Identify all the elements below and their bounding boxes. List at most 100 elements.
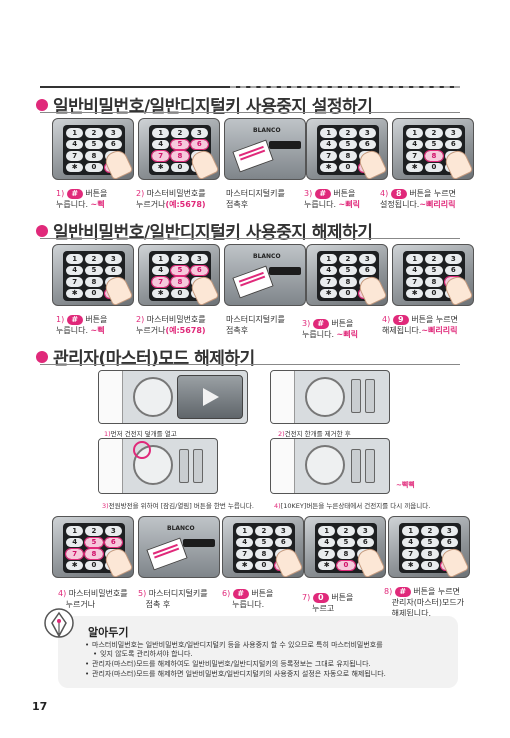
keypad-key: 4 bbox=[320, 265, 338, 275]
step-caption: 4) 마스터비밀번호를 누르거나 bbox=[58, 589, 128, 609]
keypad: 123456789✱0# bbox=[403, 125, 465, 175]
keypad-key: 6 bbox=[189, 264, 210, 276]
keypad-key: 1 bbox=[236, 526, 254, 536]
keypad-key: 7 bbox=[64, 548, 85, 560]
keypad-illustration: 123456789✱0# bbox=[392, 244, 474, 306]
bullet-icon bbox=[36, 351, 48, 363]
keypad-key: 2 bbox=[425, 254, 443, 264]
card-tag-illustration: BLANCO bbox=[224, 118, 306, 180]
arrow-icon bbox=[203, 388, 219, 406]
keypad-key: 1 bbox=[152, 128, 170, 138]
keypad-key: 8 bbox=[339, 277, 357, 287]
keypad-key: 1 bbox=[66, 526, 84, 536]
keypad-key: 4 bbox=[66, 265, 84, 275]
keypad-key: 1 bbox=[406, 128, 424, 138]
tip-item-continued: 잊지 않도록 관리하셔야 합니다. bbox=[93, 650, 193, 659]
keypad-key: 4 bbox=[66, 139, 84, 149]
keypad-key: 2 bbox=[337, 526, 355, 536]
keypad-key: 8 bbox=[84, 548, 104, 560]
keypad-key: 8 bbox=[170, 276, 190, 288]
keypad-illustration: 123456789✱0# bbox=[52, 516, 134, 578]
keypad-key: 3 bbox=[444, 254, 462, 264]
page-number: 17 bbox=[32, 700, 48, 713]
keypad-key: 5 bbox=[339, 139, 357, 149]
keypad-key: 4 bbox=[152, 265, 170, 275]
keypad-key: 7 bbox=[320, 277, 338, 287]
keypad-key: 6 bbox=[189, 138, 210, 150]
step-caption: 3)전원방전을 위하여 [잠김/열림] 버튼을 한번 누릅니다. bbox=[102, 502, 254, 510]
keypad-key: 5 bbox=[85, 265, 103, 275]
tip-item: 관리자(마스터)모드를 해제하여도 일반비밀번호/일반디지털키의 등록정보는 그… bbox=[85, 660, 371, 669]
step-caption: 6) # 버튼을 누릅니다. bbox=[222, 589, 274, 609]
keypad-key: 0 bbox=[336, 559, 356, 571]
keypad-key: 4 bbox=[402, 537, 420, 547]
keypad-key: 6 bbox=[440, 537, 458, 547]
section-rule bbox=[40, 112, 460, 113]
keypad-key: 8 bbox=[425, 277, 443, 287]
keypad-key: 4 bbox=[152, 139, 170, 149]
keypad-key: 0 bbox=[255, 560, 273, 570]
keypad-key: 3 bbox=[274, 526, 292, 536]
keypad-key: ✱ bbox=[406, 162, 424, 172]
bullet-icon bbox=[36, 225, 48, 237]
reg-button-illustration bbox=[98, 438, 218, 494]
keypad-illustration: 123456789✱0# bbox=[388, 516, 470, 578]
keypad-key: 1 bbox=[320, 128, 338, 138]
keypad-key: 2 bbox=[425, 128, 443, 138]
keypad-key: 1 bbox=[318, 526, 336, 536]
step-caption: 5) 마스터디지털키를 접촉 후 bbox=[138, 589, 208, 609]
keypad-key: 7 bbox=[402, 549, 420, 559]
keypad-illustration: 123456789✱0# bbox=[306, 118, 388, 180]
keypad-key: 1 bbox=[320, 254, 338, 264]
keypad-key: 2 bbox=[85, 128, 103, 138]
step-caption: 1)먼저 건전지 덮개를 열고 bbox=[104, 430, 177, 438]
keypad-key: 5 bbox=[425, 265, 443, 275]
keypad-key: ✱ bbox=[402, 560, 420, 570]
card-key-icon bbox=[232, 265, 274, 299]
keypad-key: 5 bbox=[170, 138, 190, 150]
keypad-key: 4 bbox=[320, 139, 338, 149]
keypad-key: ✱ bbox=[406, 288, 424, 298]
keypad-key: 3 bbox=[190, 254, 208, 264]
battery-cover-open-illustration bbox=[98, 370, 248, 424]
keypad-key: 6 bbox=[358, 265, 376, 275]
keypad-key: 3 bbox=[358, 128, 376, 138]
keypad-illustration: 123456789✱0# bbox=[304, 516, 386, 578]
card-tag-illustration: BLANCO bbox=[224, 244, 306, 306]
keypad-key: 8 bbox=[255, 549, 273, 559]
keypad-key: 7 bbox=[406, 277, 424, 287]
keypad-key: 5 bbox=[421, 537, 439, 547]
keypad-key: 6 bbox=[356, 537, 374, 547]
keypad-key: 3 bbox=[190, 128, 208, 138]
keypad-key: 0 bbox=[339, 162, 357, 172]
keypad-key: 8 bbox=[170, 150, 190, 162]
keypad-key: 5 bbox=[170, 264, 190, 276]
keypad-key: 2 bbox=[421, 526, 439, 536]
keypad-key: 5 bbox=[337, 537, 355, 547]
section-rule bbox=[40, 364, 460, 365]
bullet-icon bbox=[36, 99, 48, 111]
step-caption: 2)건전지 한개를 제거한 후 bbox=[278, 430, 351, 438]
keypad-illustration: 123456789✱0# bbox=[138, 244, 220, 306]
keypad-key: 2 bbox=[339, 254, 357, 264]
keypad-key: 1 bbox=[66, 128, 84, 138]
keypad-key: 8 bbox=[339, 151, 357, 161]
keypad-illustration: 123456789✱0# bbox=[306, 244, 388, 306]
keypad-key: ✱ bbox=[320, 162, 338, 172]
keypad-key: 4 bbox=[66, 537, 84, 547]
keypad-key: ✱ bbox=[152, 288, 170, 298]
keypad-key: 7 bbox=[406, 151, 424, 161]
keypad-key: 7 bbox=[318, 549, 336, 559]
keypad-key: ✱ bbox=[66, 560, 84, 570]
keypad-key: 1 bbox=[406, 254, 424, 264]
keypad-key: 4 bbox=[406, 265, 424, 275]
